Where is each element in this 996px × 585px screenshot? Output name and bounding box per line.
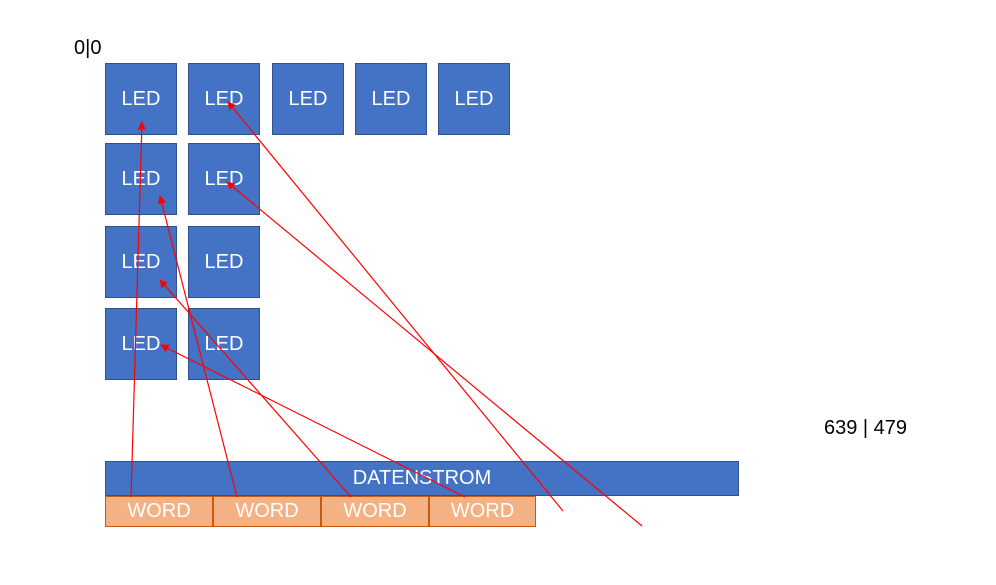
led-r1c2: LED bbox=[188, 63, 260, 135]
arrow-next-to-led-r1c2 bbox=[227, 101, 564, 512]
word-segment-3: WORD bbox=[321, 496, 429, 527]
led-r2c1: LED bbox=[105, 143, 177, 215]
origin-label: 0|0 bbox=[74, 37, 102, 59]
led-r4c2: LED bbox=[188, 308, 260, 380]
led-r1c1: LED bbox=[105, 63, 177, 135]
max-coordinate-label: 639 | 479 bbox=[824, 417, 908, 439]
led-r3c1: LED bbox=[105, 226, 177, 298]
led-r4c1: LED bbox=[105, 308, 177, 380]
led-r1c4: LED bbox=[355, 63, 427, 135]
word-segment-4: WORD bbox=[429, 496, 536, 527]
word-segment-2: WORD bbox=[213, 496, 321, 527]
led-r1c5: LED bbox=[438, 63, 510, 135]
data-stream-bar: DATENSTROM bbox=[105, 461, 739, 496]
word-segment-1: WORD bbox=[105, 496, 213, 527]
led-r2c2: LED bbox=[188, 143, 260, 215]
led-r1c3: LED bbox=[272, 63, 344, 135]
led-r3c2: LED bbox=[188, 226, 260, 298]
